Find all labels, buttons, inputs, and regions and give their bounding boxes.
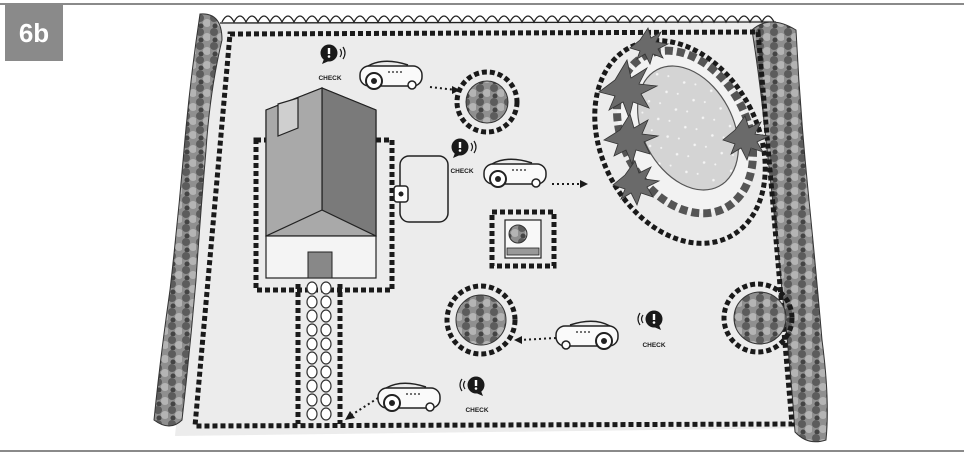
pond-plants xyxy=(598,27,771,207)
bush-right-wire xyxy=(721,281,795,355)
bush-right xyxy=(733,291,787,345)
fence xyxy=(221,15,775,24)
mower-middle xyxy=(483,158,547,188)
bush-top-wire xyxy=(454,69,520,135)
figure-label: 6b xyxy=(5,5,63,61)
bush-center xyxy=(455,294,507,346)
check-label: CHECK xyxy=(465,407,488,414)
pond-wire xyxy=(592,38,768,246)
check-label: CHECK xyxy=(450,168,473,175)
movement-arrows xyxy=(349,86,582,417)
chimney xyxy=(277,97,299,137)
house xyxy=(253,87,395,293)
planter-wire xyxy=(489,209,557,269)
check-label: CHECK xyxy=(318,75,341,82)
door xyxy=(307,251,333,279)
left-hedge xyxy=(153,13,223,427)
boundary-wire xyxy=(192,29,795,429)
bush-center-wire xyxy=(444,283,518,357)
mower-top xyxy=(359,60,423,90)
stepping-stone-path xyxy=(306,281,332,421)
roof-right xyxy=(321,87,377,237)
check-label: CHECK xyxy=(642,342,665,349)
mower-right xyxy=(555,320,619,350)
pond-water xyxy=(637,65,739,191)
mower-bottom xyxy=(377,382,441,412)
bush-top xyxy=(465,80,509,124)
